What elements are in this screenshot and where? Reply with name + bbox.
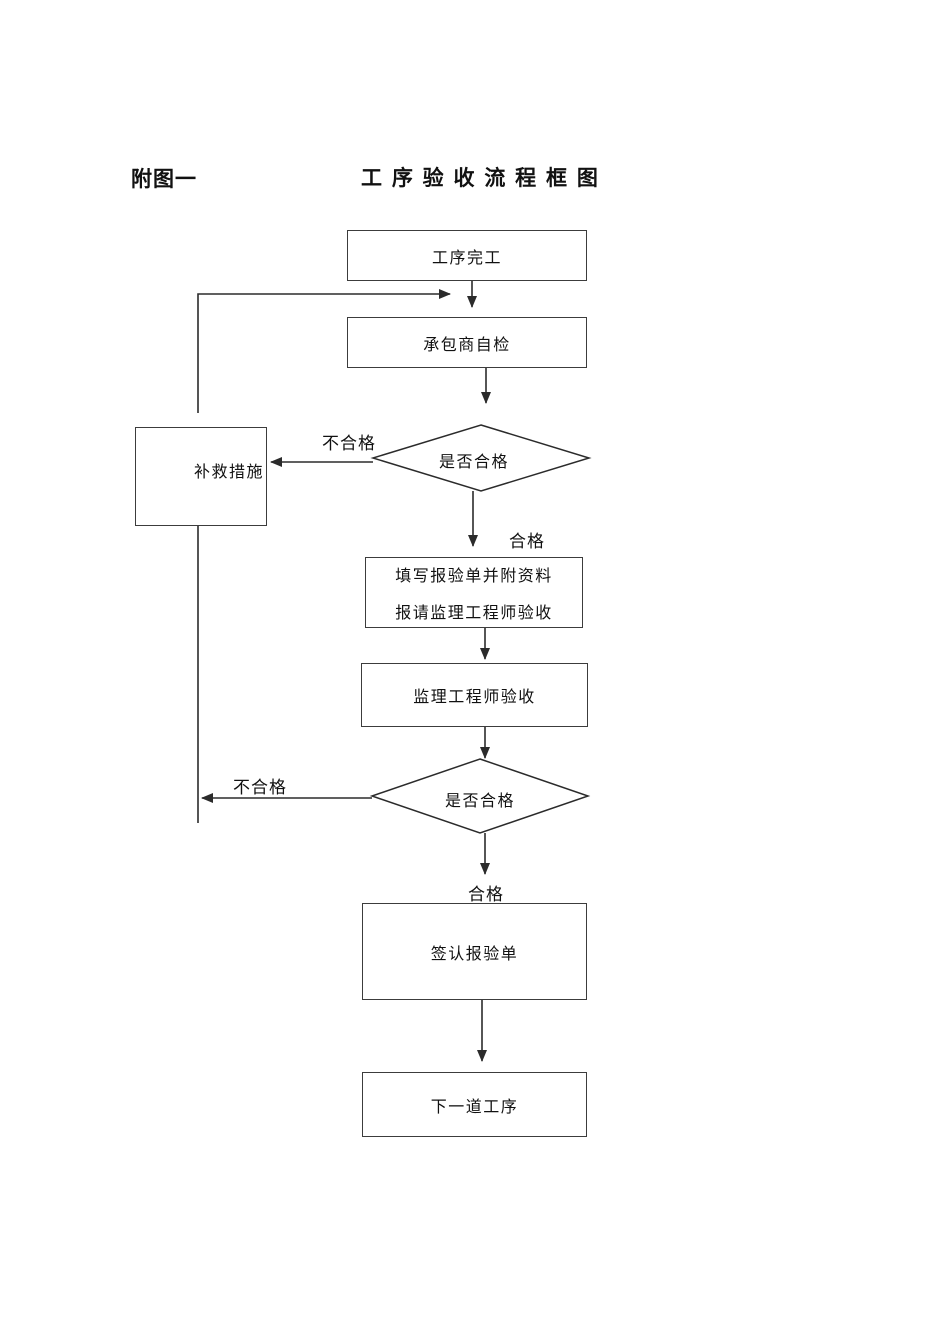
node-remedy: 补救措施 bbox=[135, 427, 267, 526]
node-start: 工序完工 bbox=[347, 230, 587, 281]
decision1-label: 是否合格 bbox=[438, 454, 509, 471]
node-self-check: 承包商自检 bbox=[347, 317, 587, 368]
node-supervisor-check-label: 监理工程师验收 bbox=[413, 689, 536, 706]
node-fill-form-line2: 报请监理工程师验收 bbox=[395, 605, 553, 622]
node-next-process-label: 下一道工序 bbox=[430, 1098, 519, 1116]
node-self-check-label: 承包商自检 bbox=[423, 336, 511, 354]
edge-label-fail2: 不合格 bbox=[233, 778, 287, 797]
arrow-remedy-feedback bbox=[197, 289, 451, 413]
node-start-label: 工序完工 bbox=[431, 249, 502, 267]
node-fill-form-line1: 填写报验单并附资料 bbox=[395, 568, 553, 585]
node-remedy-label: 补救措施 bbox=[193, 464, 264, 481]
node-supervisor-check: 监理工程师验收 bbox=[361, 663, 588, 727]
node-sign-form: 签认报验单 bbox=[362, 903, 587, 1000]
node-fill-form: 填写报验单并附资料 报请监理工程师验收 bbox=[365, 557, 583, 628]
edge-label-pass2: 合格 bbox=[468, 885, 504, 904]
decision2-label: 是否合格 bbox=[444, 793, 515, 810]
decision2-diamond bbox=[369, 758, 591, 834]
page-title: 工 序 验 收 流 程 框 图 bbox=[361, 167, 600, 190]
edge-label-pass1: 合格 bbox=[509, 532, 545, 551]
decision1-diamond bbox=[370, 424, 592, 492]
edge-label-fail1: 不合格 bbox=[322, 434, 376, 453]
node-next-process: 下一道工序 bbox=[362, 1072, 587, 1137]
figure-label: 附图一 bbox=[131, 168, 197, 191]
node-sign-form-label: 签认报验单 bbox=[430, 945, 519, 963]
